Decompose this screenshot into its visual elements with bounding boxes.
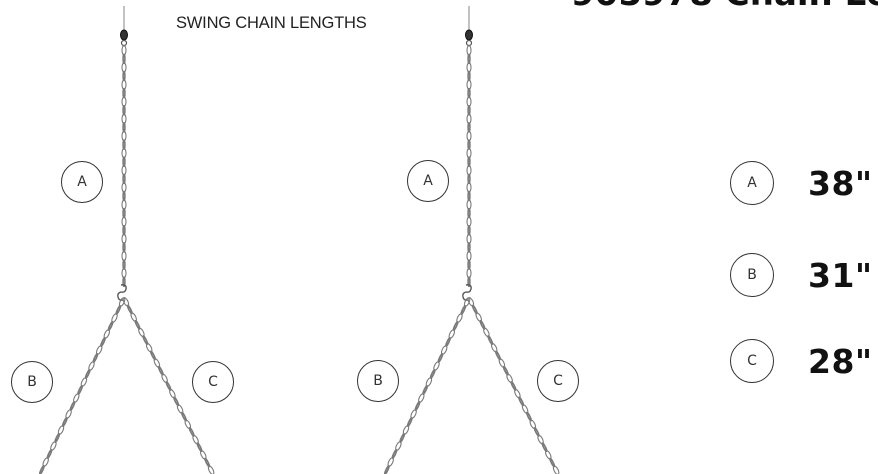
left-s-hook [117, 284, 127, 301]
right-label-c: C [537, 360, 579, 402]
left-label-a: A [61, 161, 103, 203]
right-label-b: B [357, 360, 399, 402]
right-label-a: A [407, 160, 449, 202]
right-chain-a [466, 45, 472, 288]
legend-length-a: 38" [808, 163, 873, 203]
legend-row-c: C 28" [730, 338, 873, 384]
diagram-title: SWING CHAIN LENGTHS [176, 14, 367, 32]
legend-row-a: A 38" [730, 160, 873, 206]
right-chain-c [467, 297, 560, 474]
part-number-heading: 905978 Chain Le [571, 0, 878, 14]
right-s-hook [462, 284, 472, 301]
right-top-ring [465, 39, 473, 47]
left-top-ring [120, 39, 128, 47]
left-chain-c [122, 297, 215, 474]
left-label-c: C [192, 361, 234, 403]
legend-letter-b: B [730, 253, 774, 297]
legend-length-c: 28" [808, 341, 873, 381]
right-top-shackle [465, 29, 473, 41]
right-chain-b [383, 297, 471, 474]
left-chain-a [121, 45, 127, 288]
legend-letter-a: A [730, 161, 774, 205]
left-top-shackle [120, 29, 128, 41]
left-label-b: B [11, 361, 53, 403]
legend-row-b: B 31" [730, 252, 873, 298]
legend-length-b: 31" [808, 255, 873, 295]
legend-letter-c: C [730, 339, 774, 383]
